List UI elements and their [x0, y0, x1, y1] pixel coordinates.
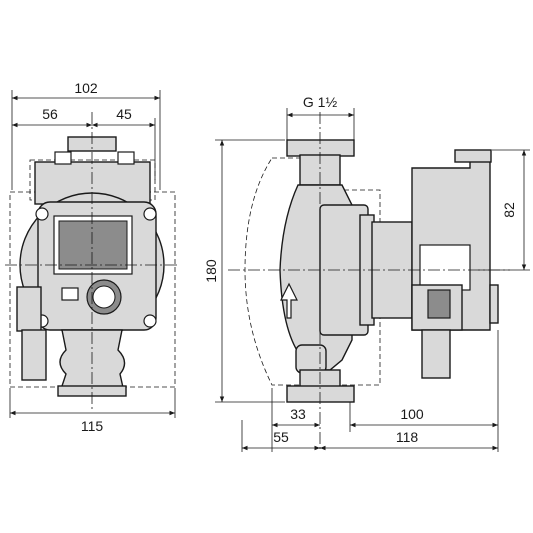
side-bottom-flange: [286, 385, 355, 403]
dim-rear-offset: 55: [273, 429, 289, 445]
side-dimensions: G 1½ 180 82 33 100 55 118: [203, 94, 530, 452]
side-top-flange: [286, 139, 355, 157]
side-plug-connector: [427, 289, 451, 319]
front-view: [5, 112, 180, 410]
flow-direction-icon: [280, 282, 298, 319]
dim-front-right-offset: 45: [116, 106, 132, 122]
front-screw-bottom-right: [143, 314, 157, 328]
front-mode-button: [61, 287, 79, 301]
dim-height: 180: [203, 259, 219, 283]
side-terminal-window: [419, 244, 471, 291]
front-top-tab-left: [54, 151, 72, 165]
front-screw-top-left: [35, 207, 49, 221]
dim-front-left-offset: 56: [42, 106, 58, 122]
front-dimensions: 102 56 45 115: [9, 80, 176, 434]
side-rear-knob: [489, 284, 499, 324]
dim-flange-offset: 33: [290, 406, 306, 422]
front-side-plug: [21, 329, 47, 381]
front-top-tab-right: [117, 151, 135, 165]
front-side-connector: [16, 286, 42, 332]
dim-front-base-width: 115: [81, 418, 104, 434]
side-cable-gland: [421, 329, 451, 379]
dim-front-overall-width: 102: [74, 80, 98, 96]
front-control-knob-center: [92, 285, 116, 309]
side-envelope-dashed: [244, 157, 381, 386]
dim-motor-head-height: 82: [501, 202, 517, 218]
front-screw-top-right: [143, 207, 157, 221]
front-display-screen: [58, 220, 128, 270]
side-drain-port: [295, 344, 327, 374]
dim-thread-size: G 1½: [303, 94, 338, 110]
side-view: [228, 112, 510, 452]
side-motor-top-cap: [454, 149, 492, 163]
dim-motor-depth: 100: [400, 406, 424, 422]
dim-total-depth: 118: [396, 429, 419, 445]
